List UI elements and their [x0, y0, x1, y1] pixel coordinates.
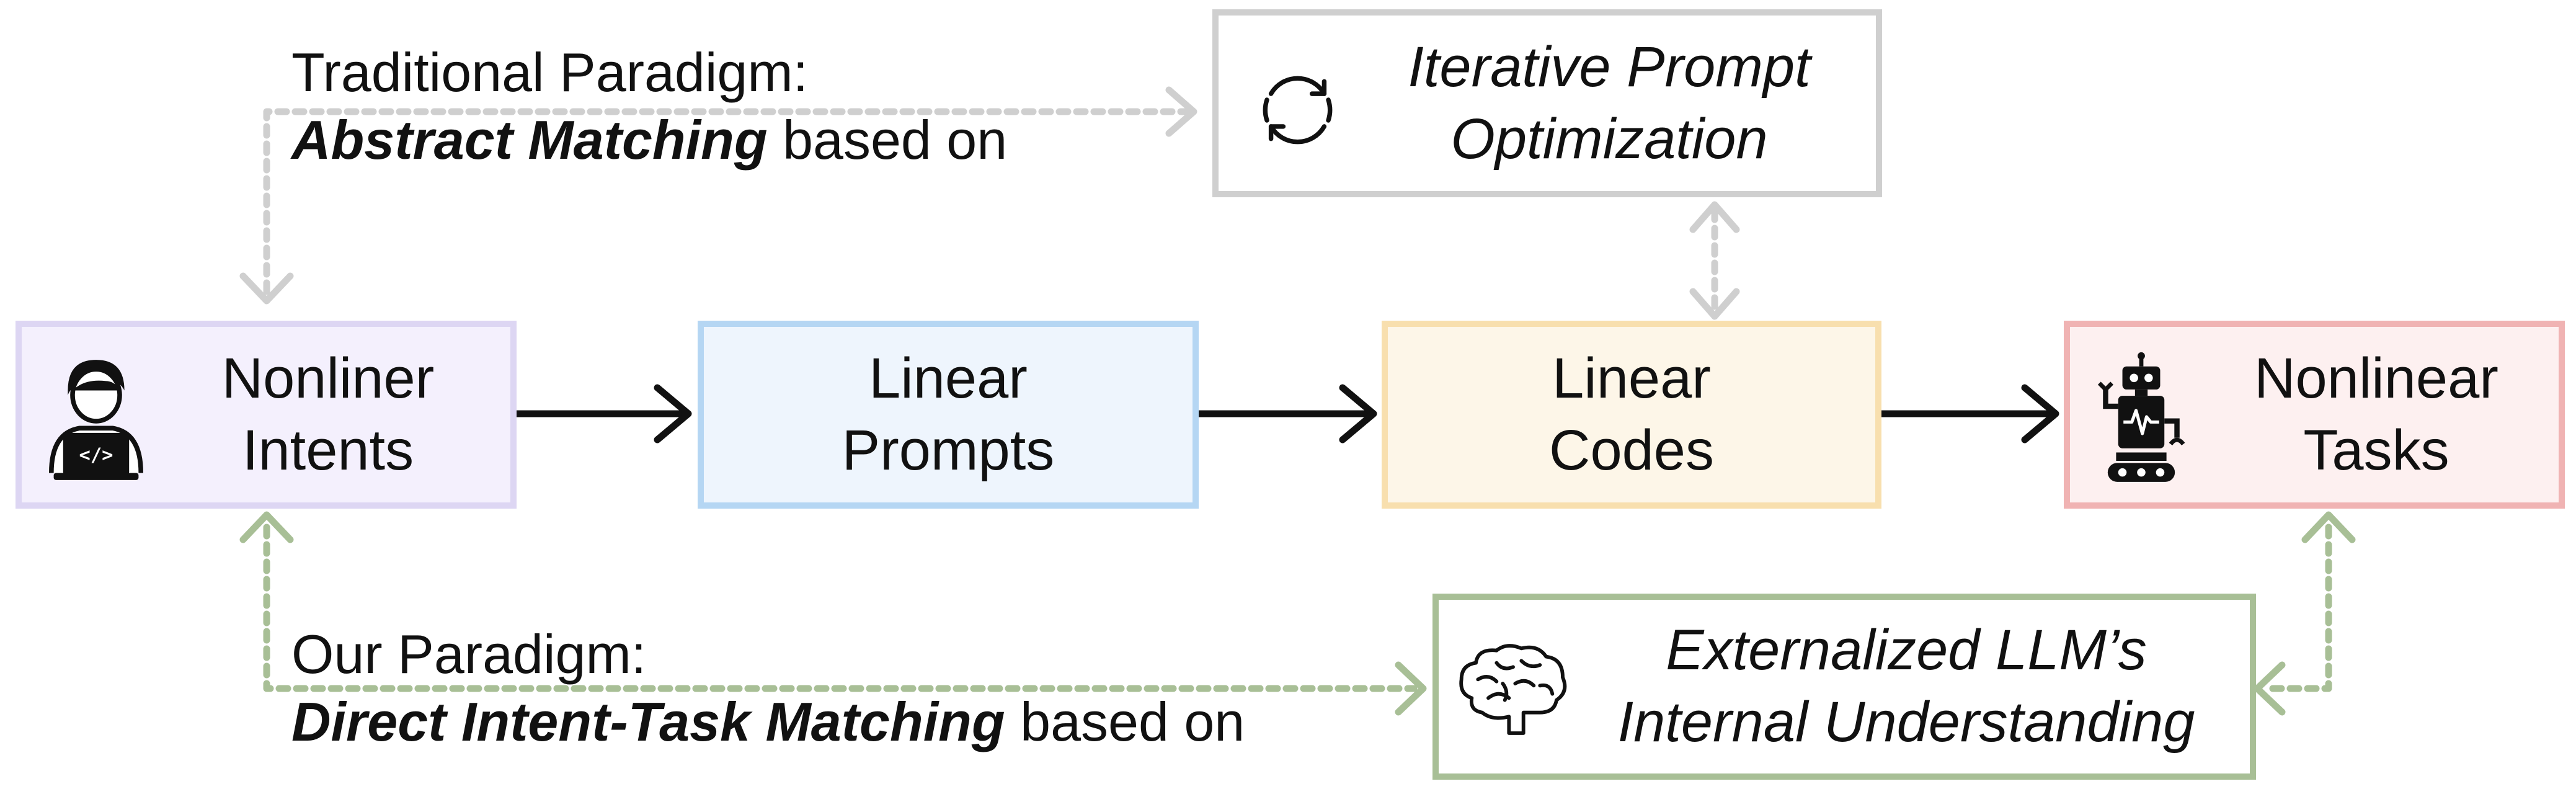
iterative-line1: Iterative Prompt — [1408, 35, 1811, 99]
prompts-line2: Prompts — [842, 418, 1055, 482]
traditional-dotted-path — [263, 108, 1194, 295]
nonliner-intents-box: </> Nonliner Intents — [16, 321, 517, 509]
intents-line1: Nonliner — [221, 346, 435, 410]
our-heading: Our Paradigm: — [291, 623, 647, 685]
arrow-intents-to-prompts — [512, 384, 692, 444]
iterative-to-codes-dotted — [1689, 201, 1740, 320]
brain-icon — [1459, 644, 1567, 735]
robot-icon — [2097, 352, 2185, 482]
traditional-rest: based on — [767, 109, 1008, 171]
tasks-line1: Nonlinear — [2254, 346, 2498, 410]
externalized-understanding-box: Externalized LLM’s Internal Understandin… — [1432, 594, 2256, 780]
arrow-codes-to-tasks — [1877, 384, 2059, 444]
tasks-line2: Tasks — [2303, 418, 2449, 482]
traditional-arrowheads — [239, 86, 1197, 305]
arrow-prompts-to-codes — [1194, 384, 1377, 444]
linear-prompts-box: Linear Prompts — [698, 321, 1199, 509]
externalized-line2: Internal Understanding — [1617, 690, 2195, 754]
intents-line2: Intents — [242, 418, 414, 482]
refresh-cycle-icon — [1263, 76, 1333, 145]
codes-line2: Codes — [1549, 418, 1714, 482]
traditional-paradigm-caption: Traditional Paradigm: Abstract Matching … — [291, 38, 1007, 174]
person-laptop-code-icon: </> — [49, 360, 143, 480]
traditional-heading: Traditional Paradigm: — [291, 42, 809, 103]
svg-text:</>: </> — [79, 445, 113, 466]
our-arrowheads — [239, 511, 2356, 716]
codes-line1: Linear — [1552, 346, 1711, 410]
iterative-prompt-optimization-box: Iterative Prompt Optimization — [1212, 9, 1882, 197]
nonlinear-tasks-box: Nonlinear Tasks — [2064, 321, 2565, 509]
externalized-line1: Externalized LLM’s — [1666, 618, 2147, 682]
our-emphasis: Direct Intent-Task Matching — [291, 691, 1005, 753]
our-rest: based on — [1005, 691, 1245, 753]
iterative-line2: Optimization — [1450, 107, 1768, 171]
traditional-emphasis: Abstract Matching — [291, 109, 768, 171]
prompts-line1: Linear — [869, 346, 1028, 410]
our-paradigm-caption: Our Paradigm: Direct Intent-Task Matchin… — [291, 620, 1245, 756]
linear-codes-box: Linear Codes — [1382, 321, 1881, 509]
our-dotted-path — [263, 524, 2332, 692]
